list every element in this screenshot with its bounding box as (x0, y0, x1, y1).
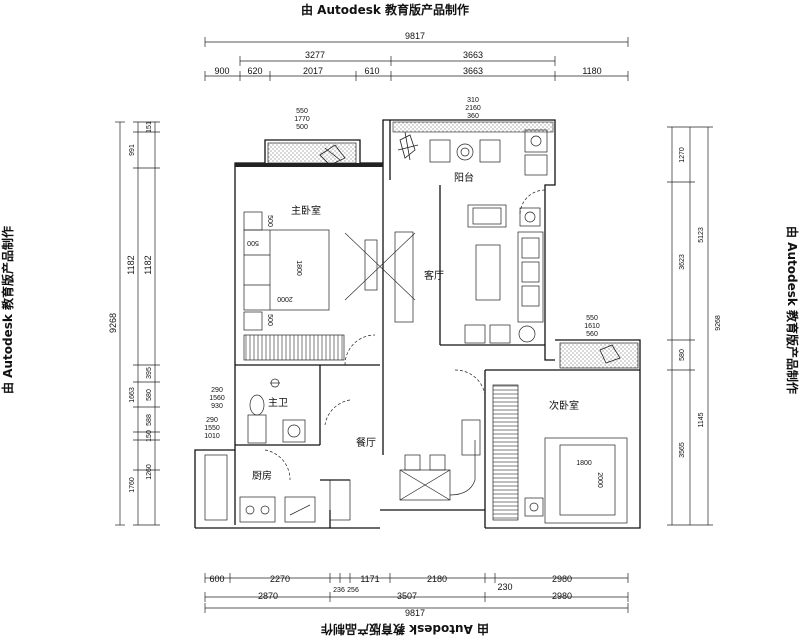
nightstands: 500 500 500 (243, 211, 273, 331)
dim-left-7: 588 (146, 414, 153, 426)
second-window-planter (559, 342, 639, 369)
dim-bot-r2-2: 2980 (552, 591, 572, 601)
dim-left-9: 1260 (146, 464, 153, 480)
living-furniture (464, 204, 544, 344)
door-arcs (264, 189, 546, 481)
dim-bot-r1-1: 2270 (270, 574, 290, 584)
dimensions-left: 9268 151 991 1182 1182 395 580 1663 588 … (108, 121, 160, 526)
second-bedroom-furniture: 1800 2000 (492, 384, 628, 524)
room-labels: 主卧室 客厅 阳台 主卫 餐厅 厨房 次卧室 (252, 171, 579, 482)
window-labels: 550 1770 500 310 2160 360 550 1610 560 2… (204, 97, 600, 440)
watermark-top: 由 Autodesk 教育版产品制作 (301, 2, 469, 17)
win-bath2-2: 1010 (204, 433, 220, 440)
dim-right-0: 1270 (679, 147, 686, 163)
walls (194, 119, 641, 529)
dim-left-10: 1760 (129, 477, 136, 493)
win-bath1-0: 290 (211, 387, 223, 394)
dim-top-r3-3: 610 (364, 66, 379, 76)
dim-top-r2-1: 3663 (463, 50, 483, 60)
dim-bot-r1-6: 230 (497, 582, 512, 592)
dim-top-r3-1: 620 (247, 66, 262, 76)
room-label-kitchen: 厨房 (252, 469, 272, 482)
dim-top-r3-4: 3663 (463, 66, 483, 76)
win-second-2: 560 (586, 331, 598, 338)
master-bed-length: 1800 (295, 260, 302, 276)
dim-left-4: 395 (146, 367, 153, 379)
win-master-2: 500 (296, 124, 308, 131)
dim-bot-r1-5: 2180 (427, 574, 447, 584)
second-bed-length: 1800 (576, 460, 592, 467)
master-bed-width: 2000 (277, 295, 293, 302)
balcony-furniture (429, 129, 548, 176)
dim-right-5: 3565 (679, 442, 686, 458)
master-bed: 1800 2000 (243, 229, 330, 311)
room-label-master-bath: 主卫 (268, 397, 288, 409)
dim-bot-r1-4: 1171 (360, 574, 379, 584)
dim-top-total: 9817 (405, 31, 425, 41)
watermark-bottom: 由 Autodesk 教育版产品制作 (321, 622, 489, 637)
win-bath1-2: 930 (211, 403, 223, 410)
second-bed-width: 2000 (596, 472, 603, 488)
win-master-0: 550 (296, 108, 308, 115)
dimensions-right: 1270 3623 5123 580 1145 3565 9268 (667, 126, 722, 526)
dim-right-outer: 9268 (715, 315, 722, 331)
dim-top-r2-0: 3277 (305, 50, 325, 60)
dim-bot-r2-0: 2870 (258, 591, 278, 601)
nightstand-label-1: 500 (266, 215, 273, 227)
dim-top-r3-0: 900 (214, 66, 229, 76)
dim-left-2: 1182 (126, 255, 136, 274)
wardrobe (243, 334, 345, 361)
master-window-planter (267, 142, 357, 164)
dim-bot-r1-7: 2980 (552, 574, 572, 584)
dim-left-outer: 9268 (108, 313, 118, 333)
win-second-0: 550 (586, 315, 598, 322)
bathroom-fixtures (247, 378, 306, 444)
nightstand-label-3: 500 (266, 314, 273, 326)
dim-right-1: 3623 (679, 254, 686, 270)
dim-top-r3-5: 1180 (582, 66, 601, 76)
dim-left-1: 991 (129, 144, 136, 156)
tv-unit (364, 231, 414, 323)
ceiling-light-lines (344, 232, 416, 301)
dim-left-6: 1663 (129, 387, 136, 403)
dim-bot-r2-1: 3507 (397, 591, 417, 601)
watermark-left: 由 Autodesk 教育版产品制作 (0, 226, 15, 394)
room-label-living-room: 客厅 (424, 269, 444, 282)
dim-bot-r1-0: 600 (209, 574, 224, 584)
dim-right-2: 5123 (698, 227, 705, 243)
dim-right-3: 580 (679, 349, 686, 361)
dim-left-8: 150 (146, 430, 153, 442)
room-label-second-bedroom: 次卧室 (549, 399, 579, 412)
dining-table (399, 419, 481, 501)
win-balcony-1: 2160 (465, 105, 481, 112)
kitchen-fixtures (204, 454, 351, 523)
win-master-1: 1770 (294, 116, 310, 123)
dim-left-5: 580 (146, 389, 153, 401)
dim-top-r3-2: 2017 (303, 66, 323, 76)
dimensions-bottom: 600 2270 236 256 1171 2180 230 2980 2870… (204, 573, 629, 618)
dim-bot-r1-2: 236 (333, 587, 345, 594)
win-bath2-0: 290 (206, 417, 218, 424)
dim-right-4: 1145 (698, 412, 705, 427)
win-second-1: 1610 (584, 323, 600, 330)
room-label-dining: 餐厅 (356, 436, 376, 449)
dim-bot-r1-3: 256 (347, 587, 359, 594)
dimensions-top: 9817 3277 3663 900 620 2017 610 3663 118… (204, 31, 629, 81)
dim-left-0: 151 (146, 121, 153, 133)
room-label-master-bedroom: 主卧室 (291, 204, 321, 217)
nightstand-label-2: 500 (247, 239, 259, 246)
plant-icon (319, 131, 621, 364)
win-bath2-1: 1550 (204, 425, 220, 432)
win-balcony-2: 360 (467, 113, 479, 120)
dim-left-3: 1182 (143, 255, 153, 274)
watermark-right: 由 Autodesk 教育版产品制作 (785, 226, 800, 394)
win-balcony-0: 310 (467, 97, 479, 104)
win-bath1-1: 1560 (209, 395, 225, 402)
room-label-balcony: 阳台 (454, 171, 474, 184)
dim-bot-total: 9817 (405, 608, 425, 618)
balcony-planter (392, 121, 554, 133)
